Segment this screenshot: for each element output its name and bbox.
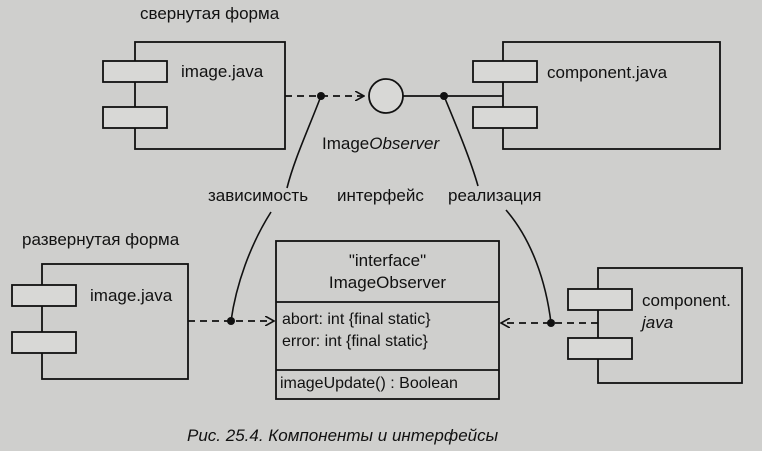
component-bottom-right-name-line2: java [642,313,674,332]
component-bottom-left [11,263,189,380]
component-top-left-name: image.java [181,62,264,81]
component-port-icon [102,60,168,83]
interface-class-box [275,240,500,400]
dependency-callout-curve-top [286,95,322,189]
interface-name-suffix: Observer [369,134,440,153]
realization-label: реализация [448,186,542,205]
dependency-callout-curve-bottom [230,211,272,322]
component-top-right-name: component.java [547,63,668,82]
interface-operation-imageupdate: imageUpdate() : Boolean [280,375,458,392]
interface-lollipop-circle [368,78,404,114]
component-bottom-right-name-line1: component. [642,291,731,310]
component-port-icon [11,284,77,307]
component-port-icon [472,106,538,129]
component-top-left [102,41,286,150]
component-bottom-right [567,267,743,384]
interface-attribute-error: error: int {final static} [282,333,428,350]
component-port-icon [11,331,77,354]
component-top-right [472,41,721,150]
interface-class-name: ImageObserver [328,273,447,292]
figure-caption: Рис. 25.4. Компоненты и интерфейсы [187,426,499,445]
realization-callout-curve-bottom [505,209,552,324]
expanded-form-label: развернутая форма [22,230,180,249]
component-port-icon [472,60,538,83]
component-bottom-left-name: image.java [90,286,173,305]
interface-label: интерфейс [337,186,424,205]
interface-stereotype: "interface" [348,251,427,270]
component-port-icon [567,288,633,311]
dependency-label: зависимость [208,186,309,205]
component-port-icon [567,337,633,360]
component-port-icon [102,106,168,129]
interface-name-prefix: Image [322,134,370,153]
interface-attribute-abort: abort: int {final static} [282,311,431,328]
interface-name-label: ImageObserver [322,134,439,154]
collapsed-form-label: свернутая форма [140,4,280,23]
realization-callout-curve-top [443,95,479,187]
